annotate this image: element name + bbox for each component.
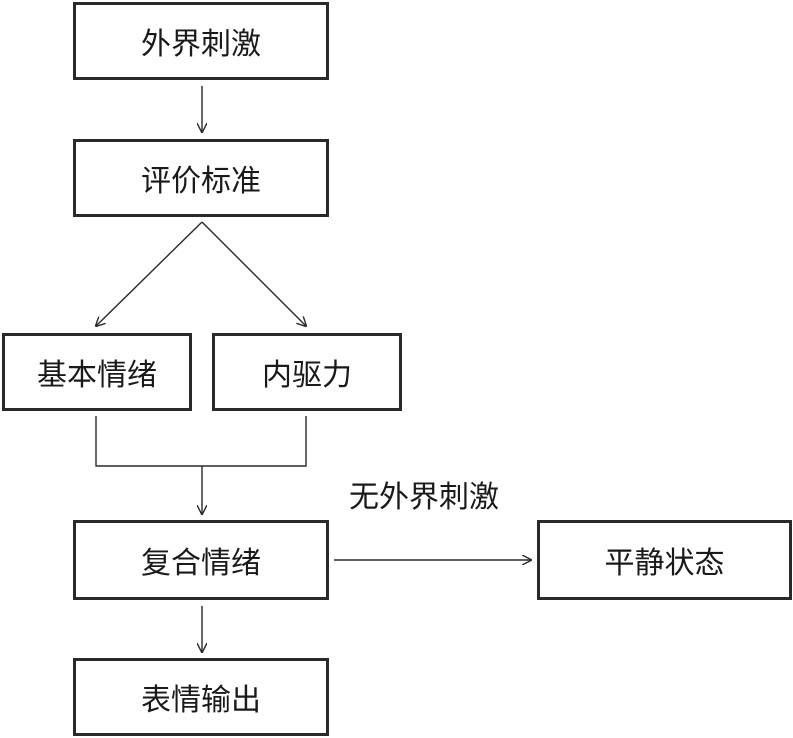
node-external-stimulus: 外界刺激 xyxy=(73,2,329,80)
arrow-criteria-to-basic-emotion xyxy=(96,221,203,326)
node-inner-drive: 内驱力 xyxy=(212,333,402,411)
node-evaluation-criteria: 评价标准 xyxy=(73,139,329,217)
label-no-external-stimulus: 无外界刺激 xyxy=(349,480,499,515)
node-basic-emotion: 基本情绪 xyxy=(2,333,192,411)
node-expression-output: 表情输出 xyxy=(73,658,329,736)
node-calm-state: 平静状态 xyxy=(537,520,792,600)
node-compound-emotion: 复合情绪 xyxy=(73,520,329,600)
arrow-criteria-to-inner-drive xyxy=(201,221,306,326)
merge-connector xyxy=(95,416,307,467)
